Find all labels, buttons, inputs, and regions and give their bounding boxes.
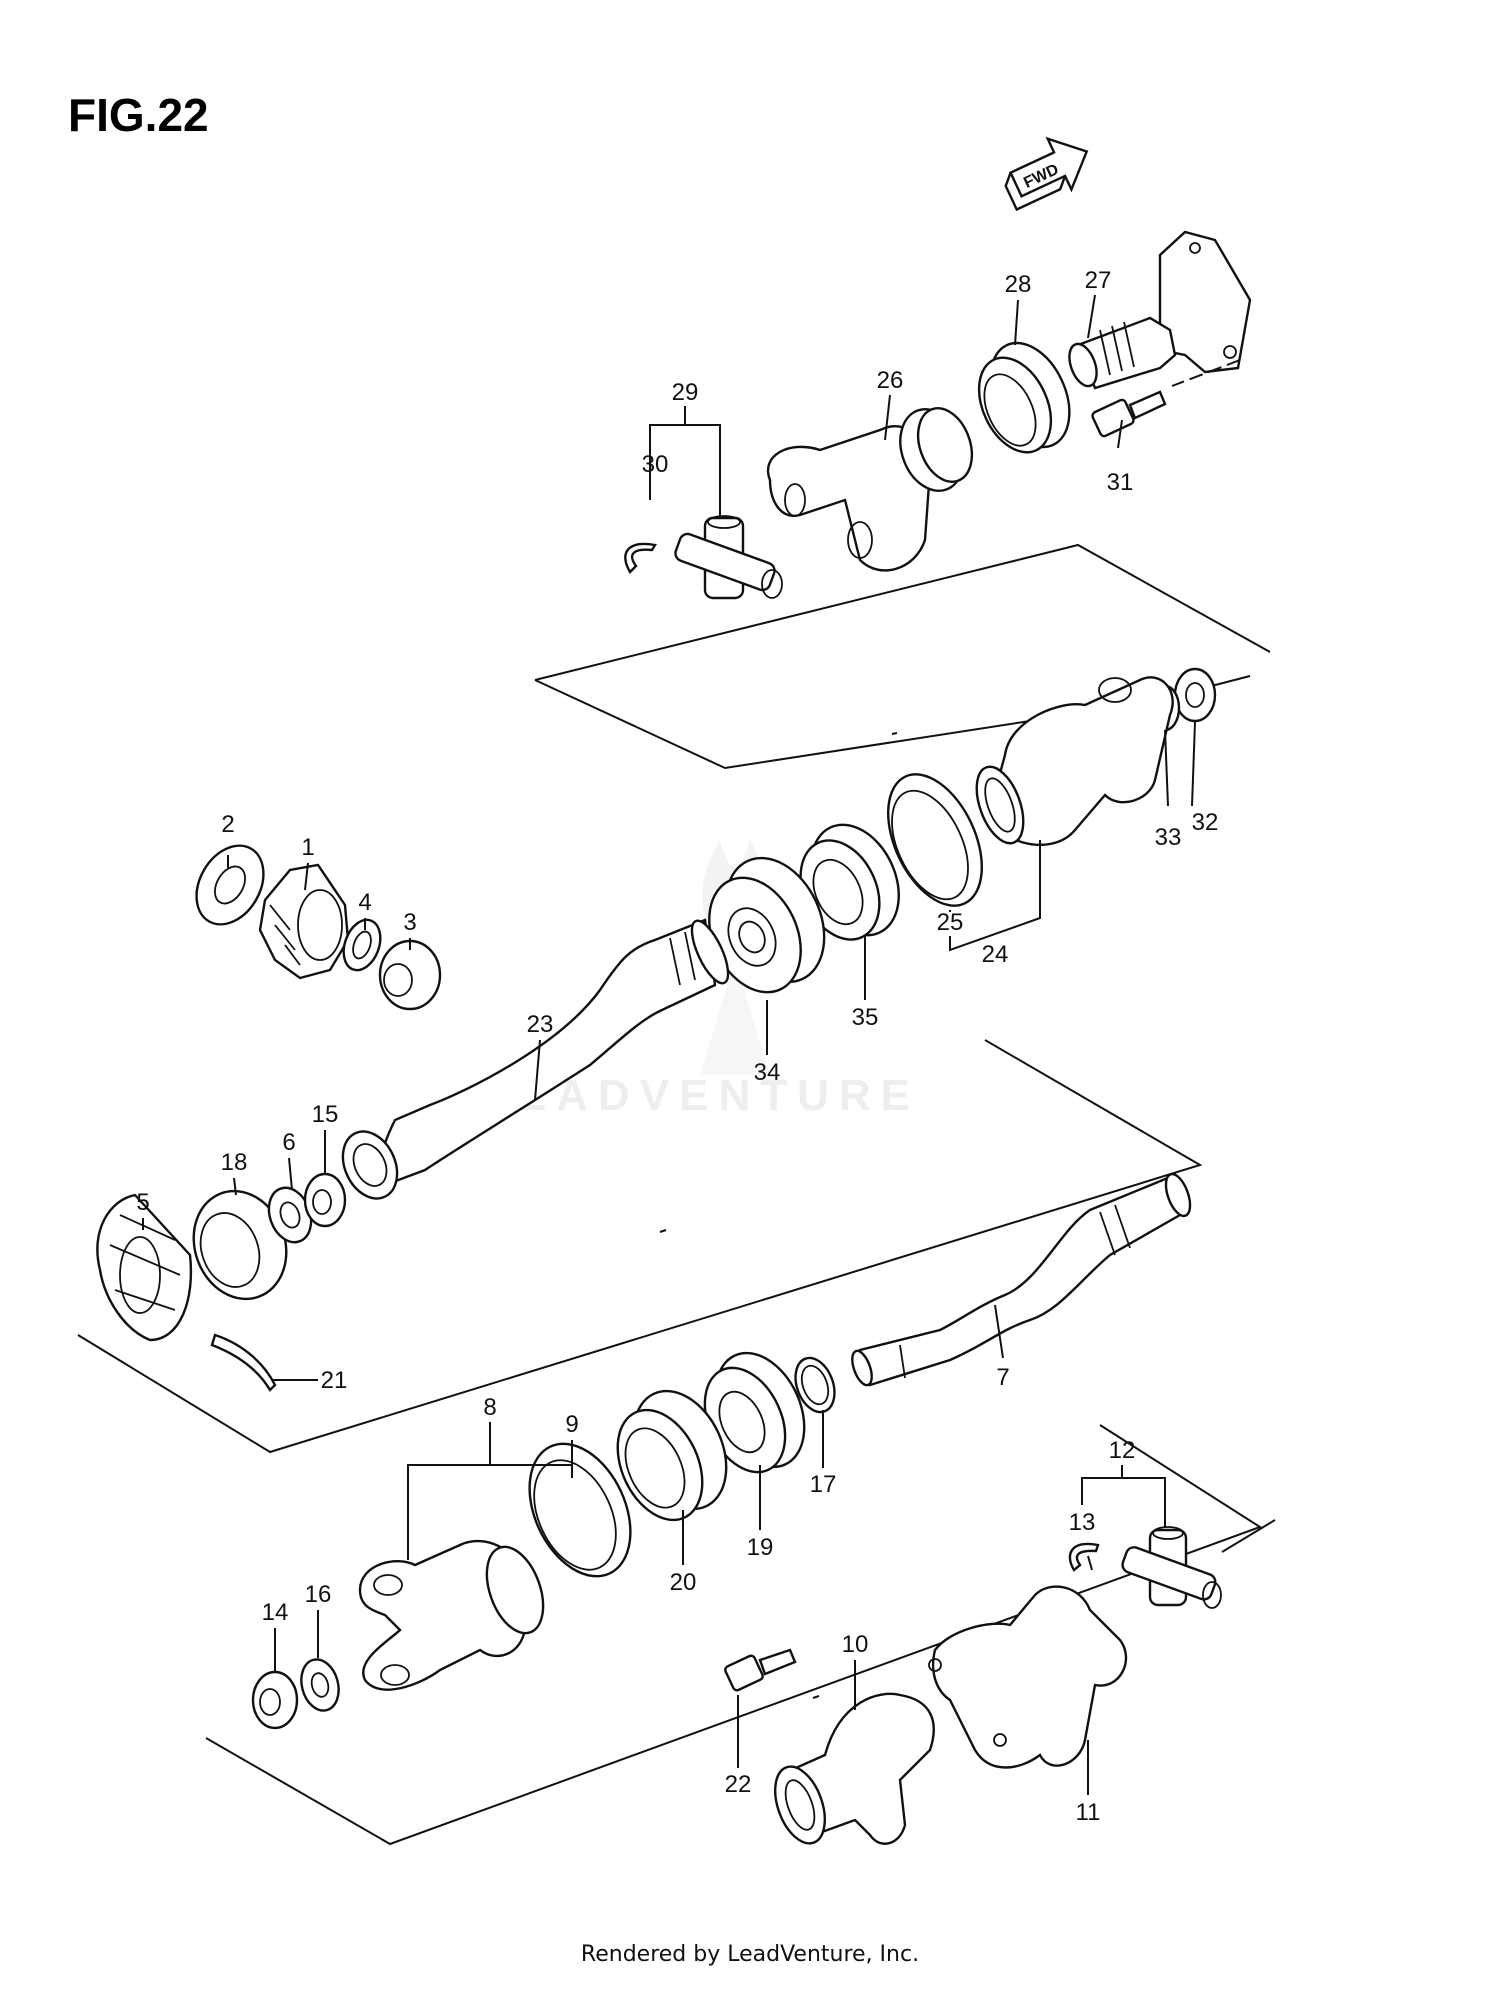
callout-29: 29 (672, 379, 699, 406)
callout-24: 24 (982, 941, 1009, 968)
part-32-nut (1173, 667, 1217, 723)
lower-assembly-frame (205, 1424, 1276, 1846)
callout-11: 11 (1076, 1799, 1101, 1826)
part-15-nut (303, 1172, 347, 1228)
callout-labels: 1 2 3 4 5 6 7 8 9 10 11 12 13 14 15 16 1… (136, 267, 1218, 1826)
part-19-bearing (703, 1351, 806, 1474)
callout-19: 19 (747, 1534, 774, 1561)
callout-1: 1 (301, 834, 314, 861)
callout-26: 26 (877, 367, 904, 394)
callout-25: 25 (937, 909, 964, 936)
part-11-yoke (928, 1585, 1128, 1769)
part-34-bearing (708, 856, 826, 994)
part-10-flange (774, 1692, 935, 1845)
callout-33: 33 (1155, 824, 1182, 851)
frame-dash (891, 732, 898, 735)
part-35-bearing (799, 823, 900, 941)
callout-35: 35 (852, 1004, 879, 1031)
callout-18: 18 (221, 1149, 248, 1176)
callout-16: 16 (305, 1581, 332, 1608)
figure-title: FIG.22 (68, 89, 209, 141)
part-17-ring (794, 1356, 836, 1414)
part-31-bolt (1091, 390, 1167, 438)
part-26-yoke (766, 407, 974, 572)
callout-20: 20 (670, 1569, 697, 1596)
part-29-universal-joint (674, 515, 783, 600)
part-4-washer (342, 918, 382, 972)
part-25-seal (887, 773, 983, 907)
part-28-seal (977, 341, 1071, 454)
callout-22: 22 (725, 1771, 752, 1798)
callout-5: 5 (136, 1189, 149, 1216)
part-5-bevel-gear (96, 1193, 193, 1342)
callout-8: 8 (483, 1394, 496, 1421)
part-16-washer (300, 1658, 340, 1712)
callout-4: 4 (358, 889, 371, 916)
callout-30: 30 (642, 451, 669, 478)
part-2-washer (195, 844, 265, 926)
leader-dash (1171, 359, 1241, 387)
part-3-nut (378, 939, 442, 1011)
part-7-rear-shaft (851, 1172, 1192, 1387)
callout-3: 3 (403, 909, 416, 936)
callout-9: 9 (565, 1411, 578, 1438)
part-9-seal (528, 1442, 632, 1578)
part-12-universal-joint (1121, 1526, 1222, 1609)
callout-2: 2 (221, 811, 234, 838)
middle-assembly-frame (77, 1039, 1203, 1454)
callout-27: 27 (1085, 267, 1112, 294)
callout-10: 10 (842, 1631, 869, 1658)
frame-dash (812, 1695, 820, 1699)
part-1-bevel-gear (258, 863, 350, 980)
callout-14: 14 (262, 1599, 289, 1626)
part-27-output-housing (1068, 230, 1252, 390)
callout-28: 28 (1005, 271, 1032, 298)
callout-17: 17 (810, 1471, 837, 1498)
part-8-rear-yoke (358, 1539, 545, 1691)
part-23-propeller-shaft (341, 918, 730, 1200)
callout-21: 21 (321, 1367, 348, 1394)
part-13-clip (1068, 1542, 1100, 1572)
leader-lines (142, 294, 1196, 1795)
callout-32: 32 (1192, 809, 1219, 836)
frame-dash (659, 1229, 667, 1233)
callout-23: 23 (527, 1011, 554, 1038)
callout-6: 6 (282, 1129, 295, 1156)
callout-12: 12 (1109, 1437, 1136, 1464)
part-20-seal (616, 1389, 728, 1522)
callout-34: 34 (754, 1059, 781, 1086)
callout-31: 31 (1107, 469, 1134, 496)
part-21-clip (210, 1333, 277, 1392)
part-30-clip (624, 542, 657, 574)
fwd-arrow-icon: FWD (1004, 136, 1089, 212)
part-22-bolt (724, 1648, 797, 1692)
callout-7: 7 (996, 1364, 1009, 1391)
callout-13: 13 (1069, 1509, 1096, 1536)
part-14-nut (251, 1670, 299, 1730)
part-6-washer (267, 1186, 313, 1244)
callout-15: 15 (312, 1101, 339, 1128)
footer-credit: Rendered by LeadVenture, Inc. (580, 1942, 920, 1967)
part-24-yoke (975, 676, 1174, 847)
